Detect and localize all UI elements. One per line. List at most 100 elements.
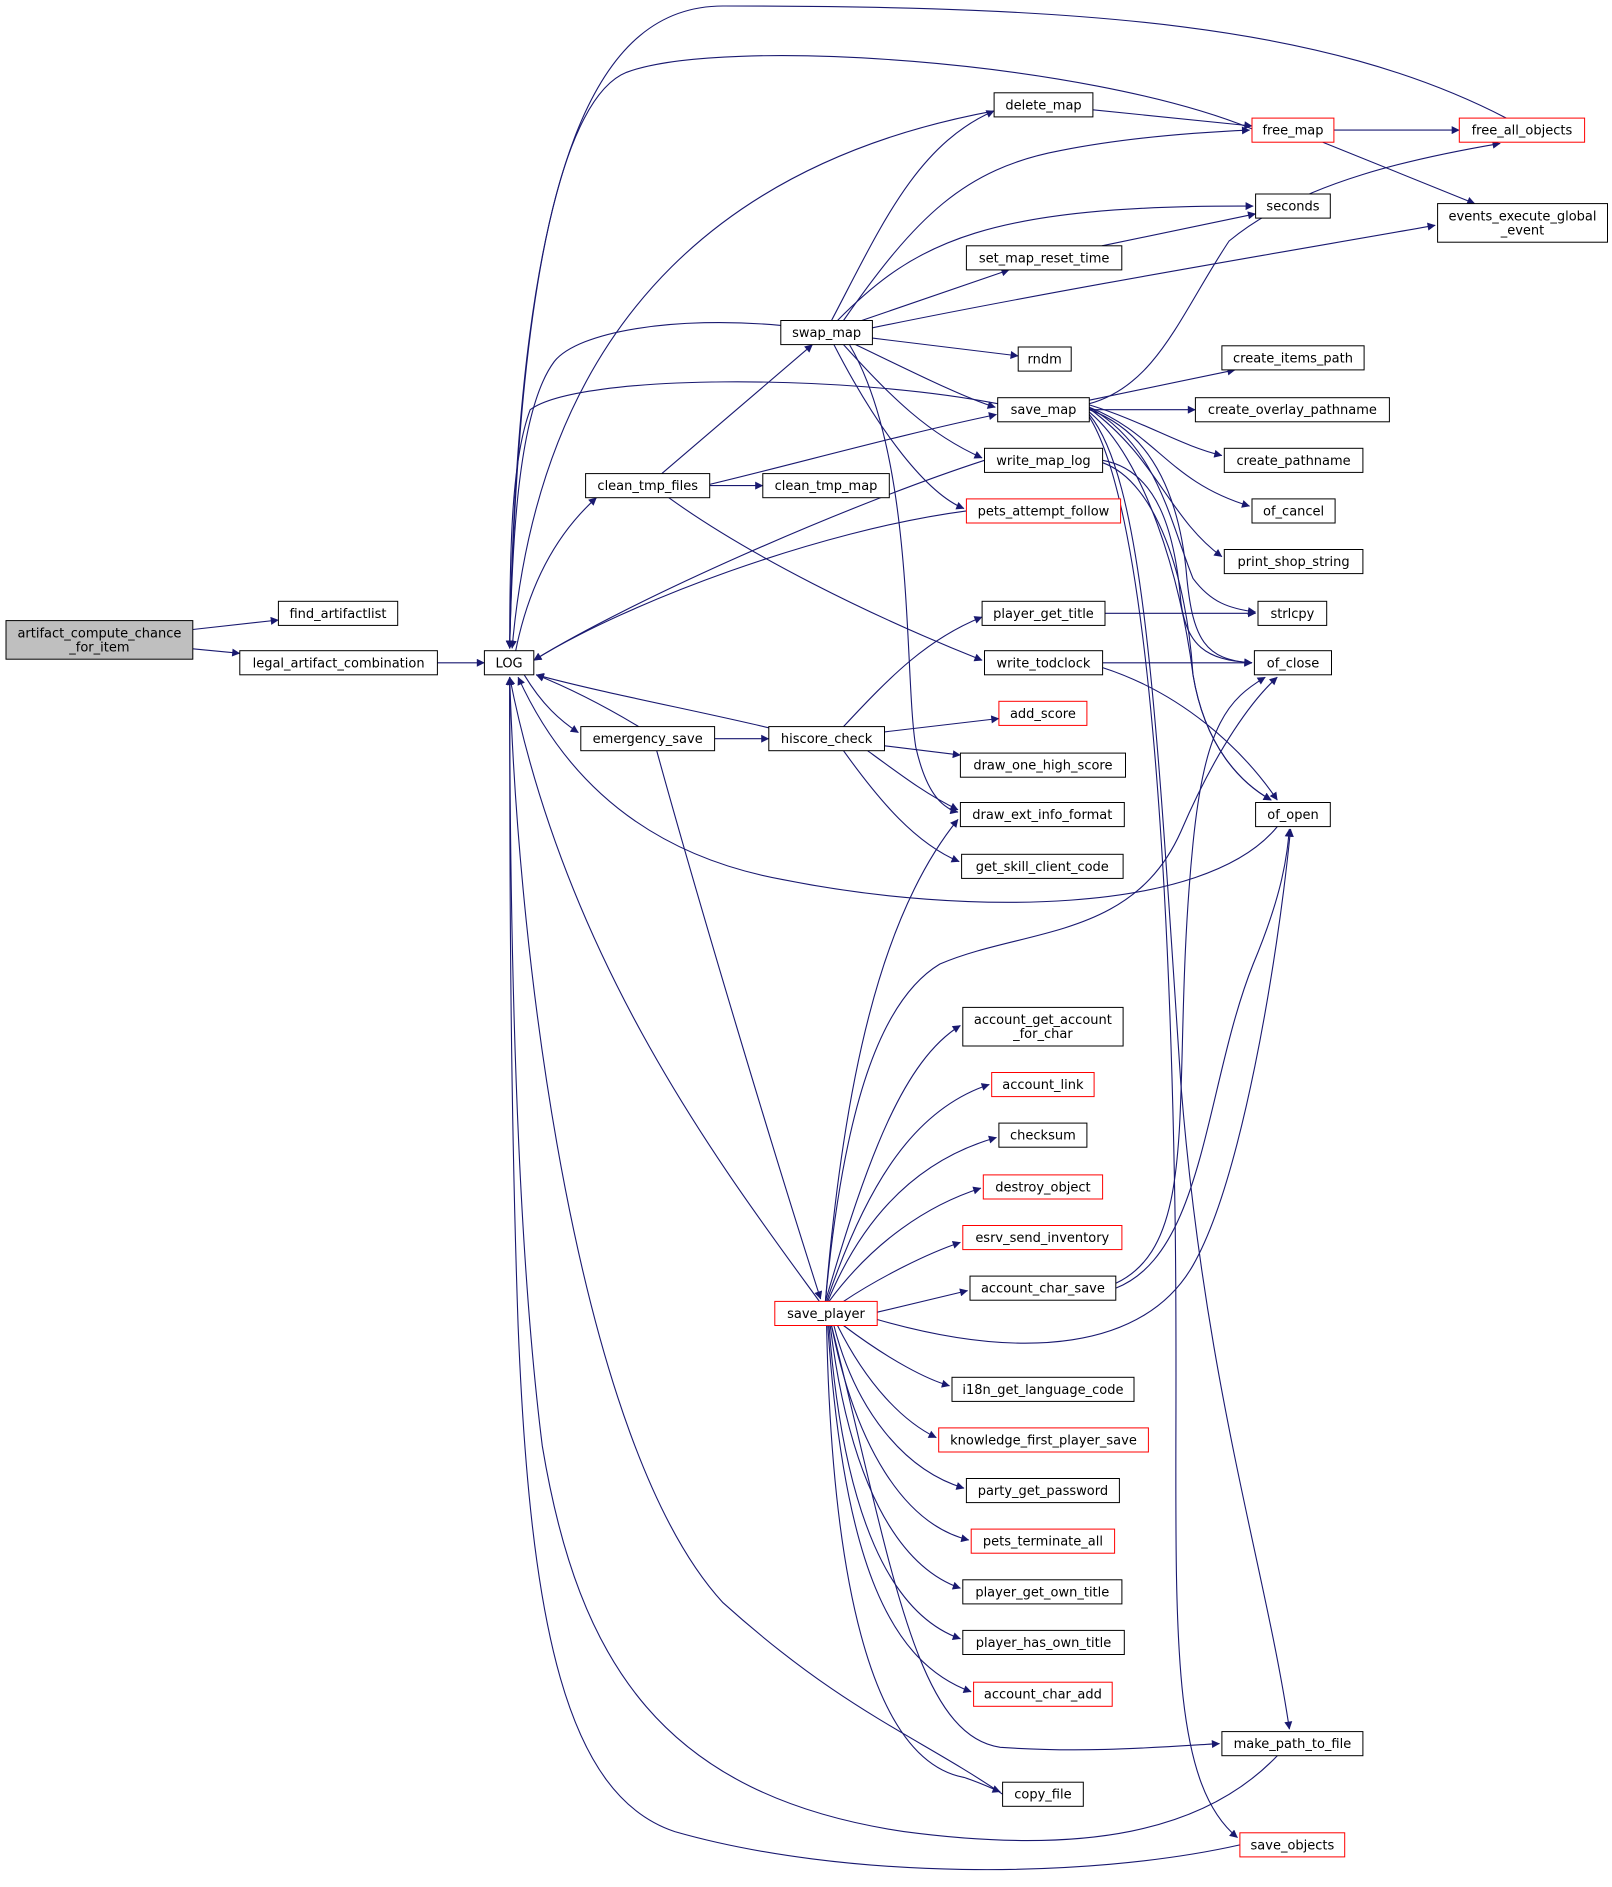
node-box[interactable] — [1257, 600, 1328, 626]
node-set_map_reset_time[interactable]: set_map_reset_time — [965, 245, 1123, 271]
node-draw_one_high_score[interactable]: draw_one_high_score — [959, 752, 1127, 778]
node-print_shop_string[interactable]: print_shop_string — [1223, 549, 1364, 575]
node-box[interactable] — [970, 1528, 1116, 1554]
node-box[interactable] — [991, 1072, 1095, 1098]
node-box[interactable] — [1223, 549, 1364, 575]
node-box[interactable] — [1221, 1731, 1364, 1757]
node-create_pathname[interactable]: create_pathname — [1223, 447, 1364, 473]
node-box[interactable] — [965, 245, 1123, 271]
node-box[interactable] — [1251, 117, 1335, 143]
node-box[interactable] — [962, 1006, 1124, 1047]
node-knowledge_first_player_save[interactable]: knowledge_first_player_save — [938, 1427, 1149, 1453]
node-box[interactable] — [984, 447, 1104, 473]
node-player_has_own_title[interactable]: player_has_own_title — [962, 1629, 1125, 1656]
node-box[interactable] — [580, 726, 716, 752]
node-box[interactable] — [997, 397, 1090, 423]
node-box[interactable] — [998, 700, 1088, 726]
node-create_overlay_pathname[interactable]: create_overlay_pathname — [1194, 397, 1390, 423]
node-checksum[interactable]: checksum — [998, 1122, 1088, 1148]
node-events_execute_global_event[interactable]: events_execute_global_event — [1437, 203, 1608, 243]
node-box[interactable] — [1239, 1832, 1346, 1858]
node-box[interactable] — [984, 650, 1104, 676]
node-emergency_save[interactable]: emergency_save — [580, 726, 716, 752]
node-box[interactable] — [951, 1376, 1135, 1402]
node-box[interactable] — [993, 92, 1094, 118]
node-box[interactable] — [1223, 447, 1364, 473]
node-box[interactable] — [1253, 650, 1333, 676]
node-box[interactable] — [5, 620, 194, 660]
node-box[interactable] — [965, 1478, 1120, 1504]
node-of_cancel[interactable]: of_cancel — [1251, 498, 1336, 524]
node-pets_terminate_all[interactable]: pets_terminate_all — [970, 1528, 1116, 1554]
node-box[interactable] — [981, 600, 1106, 626]
node-save_objects[interactable]: save_objects — [1239, 1832, 1346, 1858]
node-of_open[interactable]: of_open — [1255, 802, 1331, 828]
node-account_char_save[interactable]: account_char_save — [969, 1275, 1117, 1301]
node-pets_attempt_follow[interactable]: pets_attempt_follow — [965, 498, 1122, 524]
node-legal_artifact_combination[interactable]: legal_artifact_combination — [239, 650, 438, 676]
node-rndm[interactable]: rndm — [1017, 346, 1072, 372]
node-box[interactable] — [962, 1225, 1123, 1251]
node-box[interactable] — [965, 498, 1122, 524]
node-write_todclock[interactable]: write_todclock — [984, 650, 1104, 676]
node-copy_file[interactable]: copy_file — [1002, 1781, 1084, 1807]
node-box[interactable] — [1017, 346, 1072, 372]
node-box[interactable] — [780, 320, 873, 346]
node-add_score[interactable]: add_score — [998, 700, 1088, 726]
node-swap_map[interactable]: swap_map — [780, 320, 873, 346]
node-hiscore_check[interactable]: hiscore_check — [768, 726, 885, 752]
node-box[interactable] — [1255, 193, 1331, 219]
node-box[interactable] — [239, 650, 438, 676]
node-account_char_add[interactable]: account_char_add — [973, 1681, 1113, 1707]
node-box[interactable] — [1437, 203, 1608, 243]
node-delete_map[interactable]: delete_map — [993, 92, 1094, 118]
node-box[interactable] — [1251, 498, 1336, 524]
node-clean_tmp_map[interactable]: clean_tmp_map — [762, 473, 890, 499]
node-write_map_log[interactable]: write_map_log — [984, 447, 1104, 473]
node-box[interactable] — [483, 650, 535, 676]
node-of_close[interactable]: of_close — [1253, 650, 1333, 676]
node-player_get_title[interactable]: player_get_title — [981, 600, 1106, 626]
node-box[interactable] — [962, 1629, 1125, 1656]
node-artifact_compute_chance_for_item[interactable]: artifact_compute_chance_for_item — [5, 620, 194, 660]
node-clean_tmp_files[interactable]: clean_tmp_files — [585, 473, 711, 499]
node-box[interactable] — [774, 1300, 878, 1327]
node-box[interactable] — [959, 752, 1127, 778]
node-get_skill_client_code[interactable]: get_skill_client_code — [961, 853, 1124, 879]
node-box[interactable] — [973, 1681, 1113, 1707]
node-box[interactable] — [961, 853, 1124, 879]
node-box[interactable] — [969, 1275, 1117, 1301]
node-box[interactable] — [938, 1427, 1149, 1453]
node-draw_ext_info_format[interactable]: draw_ext_info_format — [959, 802, 1125, 828]
node-destroy_object[interactable]: destroy_object — [982, 1174, 1104, 1200]
node-save_player[interactable]: save_player — [774, 1300, 878, 1327]
node-make_path_to_file[interactable]: make_path_to_file — [1221, 1731, 1364, 1757]
node-box[interactable] — [1194, 397, 1390, 423]
node-box[interactable] — [277, 600, 399, 626]
node-box[interactable] — [1255, 802, 1331, 828]
node-create_items_path[interactable]: create_items_path — [1221, 345, 1365, 371]
node-esrv_send_inventory[interactable]: esrv_send_inventory — [962, 1225, 1123, 1251]
node-box[interactable] — [762, 473, 890, 499]
node-account_link[interactable]: account_link — [991, 1072, 1095, 1098]
node-save_map[interactable]: save_map — [997, 397, 1090, 423]
node-i18n_get_language_code[interactable]: i18n_get_language_code — [951, 1376, 1135, 1402]
node-box[interactable] — [962, 1579, 1123, 1605]
node-free_map[interactable]: free_map — [1251, 117, 1335, 143]
node-box[interactable] — [1002, 1781, 1084, 1807]
node-box[interactable] — [768, 726, 885, 752]
node-strlcpy[interactable]: strlcpy — [1257, 600, 1328, 626]
node-player_get_own_title[interactable]: player_get_own_title — [962, 1579, 1123, 1605]
node-box[interactable] — [959, 802, 1125, 828]
node-seconds[interactable]: seconds — [1255, 193, 1331, 219]
node-box[interactable] — [1458, 117, 1586, 143]
node-LOG[interactable]: LOG — [483, 650, 535, 676]
node-account_get_account_for_char[interactable]: account_get_account_for_char — [962, 1006, 1124, 1047]
node-box[interactable] — [1221, 345, 1365, 371]
node-box[interactable] — [585, 473, 711, 499]
node-party_get_password[interactable]: party_get_password — [965, 1478, 1120, 1504]
node-box[interactable] — [982, 1174, 1104, 1200]
node-free_all_objects[interactable]: free_all_objects — [1458, 117, 1586, 143]
node-find_artifactlist[interactable]: find_artifactlist — [277, 600, 399, 626]
node-box[interactable] — [998, 1122, 1088, 1148]
